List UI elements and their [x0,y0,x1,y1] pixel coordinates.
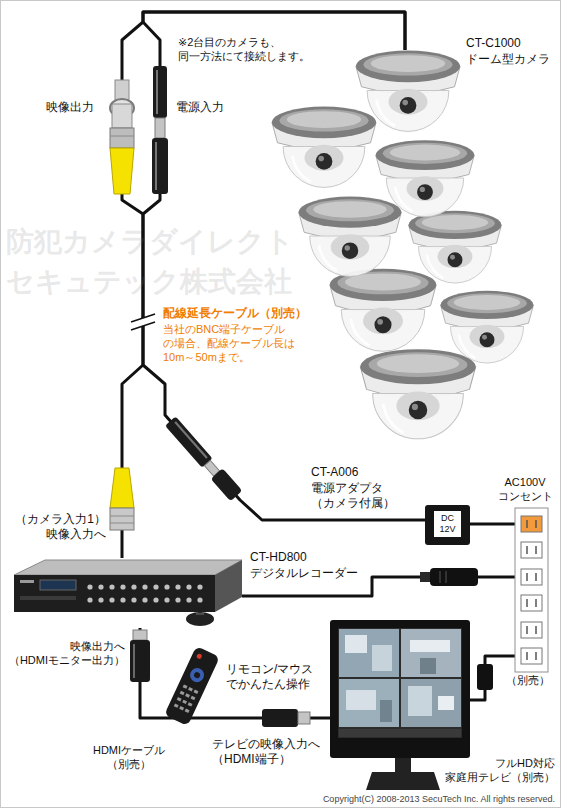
product-name: 電源アダプタ （カメラ付属） [311,481,403,511]
product-name: デジタルレコーダー [250,566,358,581]
cable [140,628,330,718]
model-name: CT-C1000 [466,36,521,51]
power-adapter: CT-A006電源アダプタ （カメラ付属）DC 12V [425,505,470,545]
remote-label: リモコン/マウス でかんたん操作 [226,662,322,692]
model-name: CT-HD800 [250,550,307,565]
digital-recorder: CT-HD800デジタルレコーダー [14,558,242,628]
voltage-label: DC 12V [434,511,461,537]
cable-note: 当社のBNC端子ケーブル の場合、配線ケーブル長は 10m～50mまで。 [163,323,305,364]
input-label: （カメラ入力1） 映像入力へ [4,512,106,542]
note: ※2台目のカメラも、 同一方法にて接続します。 [178,36,318,64]
input-label: テレビの映像入力へ （HDMI端子） [212,737,326,767]
watermark: 防犯カメラダイレクト [6,224,294,259]
product-name: ドーム型カメラ [466,52,550,67]
connector-label: 電源入力 [176,100,224,115]
output-label: 映像出力へ （HDMIモニター出力） [4,640,125,668]
cable-label: HDMIケーブル （別売） [84,744,174,772]
model-name: CT-A006 [311,465,358,480]
television: フルHD対応 家庭用テレビ（別売） [330,620,470,790]
cable-title: 配線延長ケーブル（別売） [163,306,307,321]
note: （別売） [498,674,558,688]
cable [470,523,515,526]
power-strip: AC100V コンセント（別売） [515,508,548,672]
product-name: フルHD対応 家庭用テレビ（別売） [440,757,555,785]
dome-camera: CT-C1000ドーム型カメラ [352,50,464,138]
connector-label: 映像出力 [46,100,94,115]
watermark: セキュテック株式会社 [6,264,292,299]
outlet-label: AC100V コンセント [495,476,555,504]
copyright: Copyright(C) 2008-2013 SecuTech Inc. All… [245,794,555,805]
